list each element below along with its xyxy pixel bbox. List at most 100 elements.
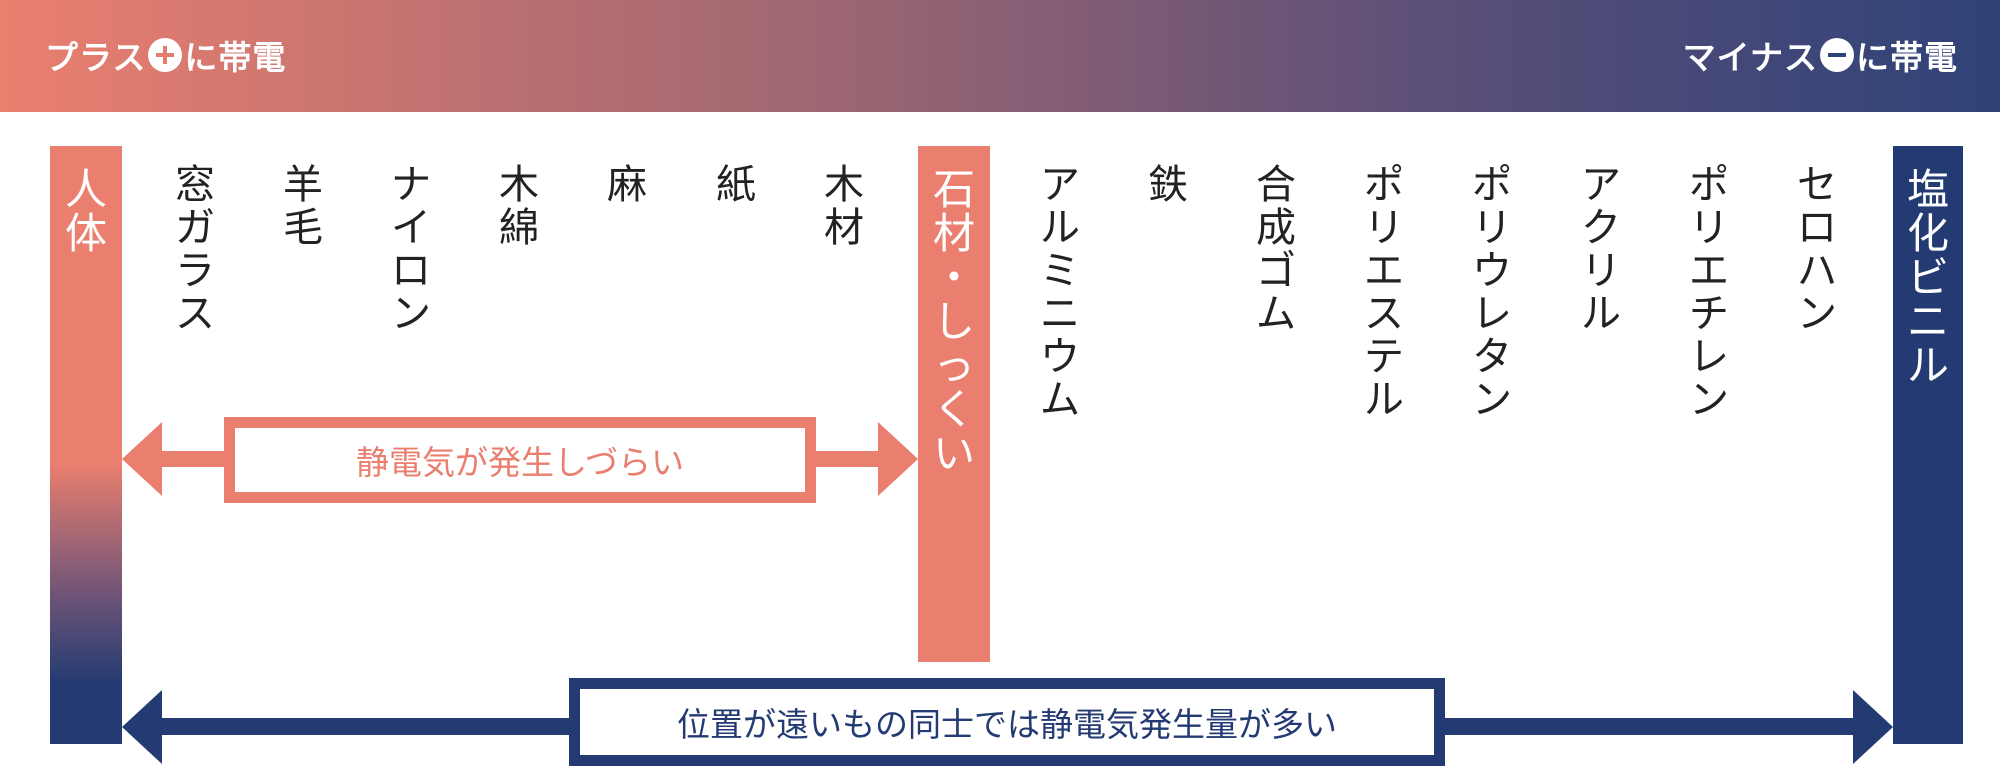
vertical-char: 毛 <box>283 205 323 251</box>
vertical-char: エ <box>1689 248 1729 294</box>
vertical-char: ウ <box>1040 334 1080 380</box>
vertical-char: 紙 <box>716 162 756 208</box>
material-column: アルミニウム <box>1030 164 1090 422</box>
vertical-char: 麻 <box>607 162 647 208</box>
vertical-char: ニ <box>1906 297 1949 346</box>
vertical-char: ル <box>1581 291 1621 337</box>
vertical-char: レ <box>1472 291 1512 337</box>
vertical-char: ハ <box>1797 248 1837 294</box>
material-column: 麻 <box>597 164 657 207</box>
vertical-char: し <box>932 297 975 346</box>
low-static-label: 静電気が発生しづらい <box>355 443 685 482</box>
vertical-char: ビ <box>1906 253 1949 302</box>
vertical-char: ア <box>1581 162 1621 208</box>
vertical-char: く <box>932 385 975 434</box>
vertical-char: ミ <box>1040 248 1080 294</box>
vertical-char: 綿 <box>499 205 539 251</box>
vertical-char: っ <box>932 341 975 390</box>
vertical-char: 体 <box>64 209 107 258</box>
vertical-char: 塩 <box>1906 165 1949 214</box>
material-column: 窓ガラス <box>165 164 225 336</box>
vertical-char: ス <box>175 291 215 337</box>
vertical-char: リ <box>1689 205 1729 251</box>
material-column: 紙 <box>706 164 766 207</box>
pvc-pillar: 塩化ビニル <box>1893 146 1963 744</box>
vertical-char: い <box>932 429 975 478</box>
vertical-char: 人 <box>64 165 107 214</box>
vertical-char: ク <box>1581 205 1621 251</box>
material-column: ポリエステル <box>1354 164 1414 422</box>
vertical-char: ポ <box>1472 162 1512 208</box>
vertical-char: リ <box>1581 248 1621 294</box>
vertical-char: レ <box>1689 334 1729 380</box>
vertical-char: ロ <box>1797 205 1837 251</box>
vertical-char: ナ <box>391 162 431 208</box>
vertical-char: リ <box>1472 205 1512 251</box>
vertical-char: ル <box>1906 341 1949 390</box>
minus-icon <box>1820 38 1854 72</box>
negative-label-text: マイナス <box>1682 38 1818 77</box>
material-column: セロハン <box>1787 164 1847 336</box>
material-column: ナイロン <box>381 164 441 336</box>
vertical-char: ラ <box>175 248 215 294</box>
vertical-char: ン <box>1797 291 1837 337</box>
positive-charge-label: プラス に帯電 <box>45 30 286 80</box>
vertical-char: チ <box>1689 291 1729 337</box>
material-column: ポリウレタン <box>1462 164 1522 422</box>
material-column: 木綿 <box>489 164 549 250</box>
vertical-char: ポ <box>1689 162 1729 208</box>
vertical-char: セ <box>1797 162 1837 208</box>
vertical-char: ス <box>1364 291 1404 337</box>
vertical-char: ム <box>1256 291 1296 337</box>
vertical-char: ア <box>1040 162 1080 208</box>
vertical-char: ル <box>1364 377 1404 423</box>
vertical-char: 成 <box>1256 205 1296 251</box>
vertical-char: ン <box>391 291 431 337</box>
material-column: アクリル <box>1571 164 1631 336</box>
material-column: 木材 <box>814 164 874 250</box>
vertical-char: ン <box>1689 377 1729 423</box>
vertical-char: エ <box>1364 248 1404 294</box>
negative-suffix-text: に帯電 <box>1856 38 1958 77</box>
vertical-char: ン <box>1472 377 1512 423</box>
human-body-pillar: 人体 <box>50 146 122 744</box>
vertical-char: 石 <box>932 165 975 214</box>
vertical-char: ゴ <box>1256 248 1296 294</box>
vertical-char: ガ <box>175 205 215 251</box>
high-static-label: 位置が遠いもの同士では静電気発生量が多い <box>677 705 1337 744</box>
high-static-arrow-left-head <box>122 690 162 764</box>
vertical-char: リ <box>1364 205 1404 251</box>
vertical-char: 合 <box>1256 162 1296 208</box>
vertical-char: ポ <box>1364 162 1404 208</box>
vertical-char: 羊 <box>283 162 323 208</box>
material-column: 鉄 <box>1138 164 1198 207</box>
positive-suffix-text: に帯電 <box>184 38 287 77</box>
vertical-char: ロ <box>391 248 431 294</box>
vertical-char: ウ <box>1472 248 1512 294</box>
vertical-char: 材 <box>932 209 975 258</box>
positive-label-text: プラス <box>45 38 147 77</box>
low-static-label-box: 静電気が発生しづらい <box>224 417 816 503</box>
stone-plaster-pillar: 石材・しっくい <box>918 146 990 662</box>
vertical-char: ・ <box>932 253 975 302</box>
material-column: 合成ゴム <box>1246 164 1306 336</box>
high-static-arrow-right-head <box>1853 690 1893 764</box>
vertical-char: イ <box>391 205 431 251</box>
vertical-char: タ <box>1472 334 1512 380</box>
vertical-char: 窓 <box>175 162 215 208</box>
vertical-char: 鉄 <box>1148 162 1188 208</box>
vertical-char: 化 <box>1906 209 1949 258</box>
high-static-label-box: 位置が遠いもの同士では静電気発生量が多い <box>569 678 1445 766</box>
material-column: ポリエチレン <box>1679 164 1739 422</box>
vertical-char: 材 <box>824 205 864 251</box>
vertical-char: 木 <box>824 162 864 208</box>
low-static-arrow-right-head <box>878 422 918 496</box>
vertical-char: 木 <box>499 162 539 208</box>
plus-icon <box>148 38 183 72</box>
low-static-arrow-left-head <box>122 422 162 496</box>
charge-header-band: プラス に帯電 マイナス に帯電 <box>0 0 2000 112</box>
vertical-char: ニ <box>1040 291 1080 337</box>
material-column: 羊毛 <box>273 164 333 250</box>
vertical-char: テ <box>1364 334 1404 380</box>
vertical-char: ム <box>1040 377 1080 423</box>
